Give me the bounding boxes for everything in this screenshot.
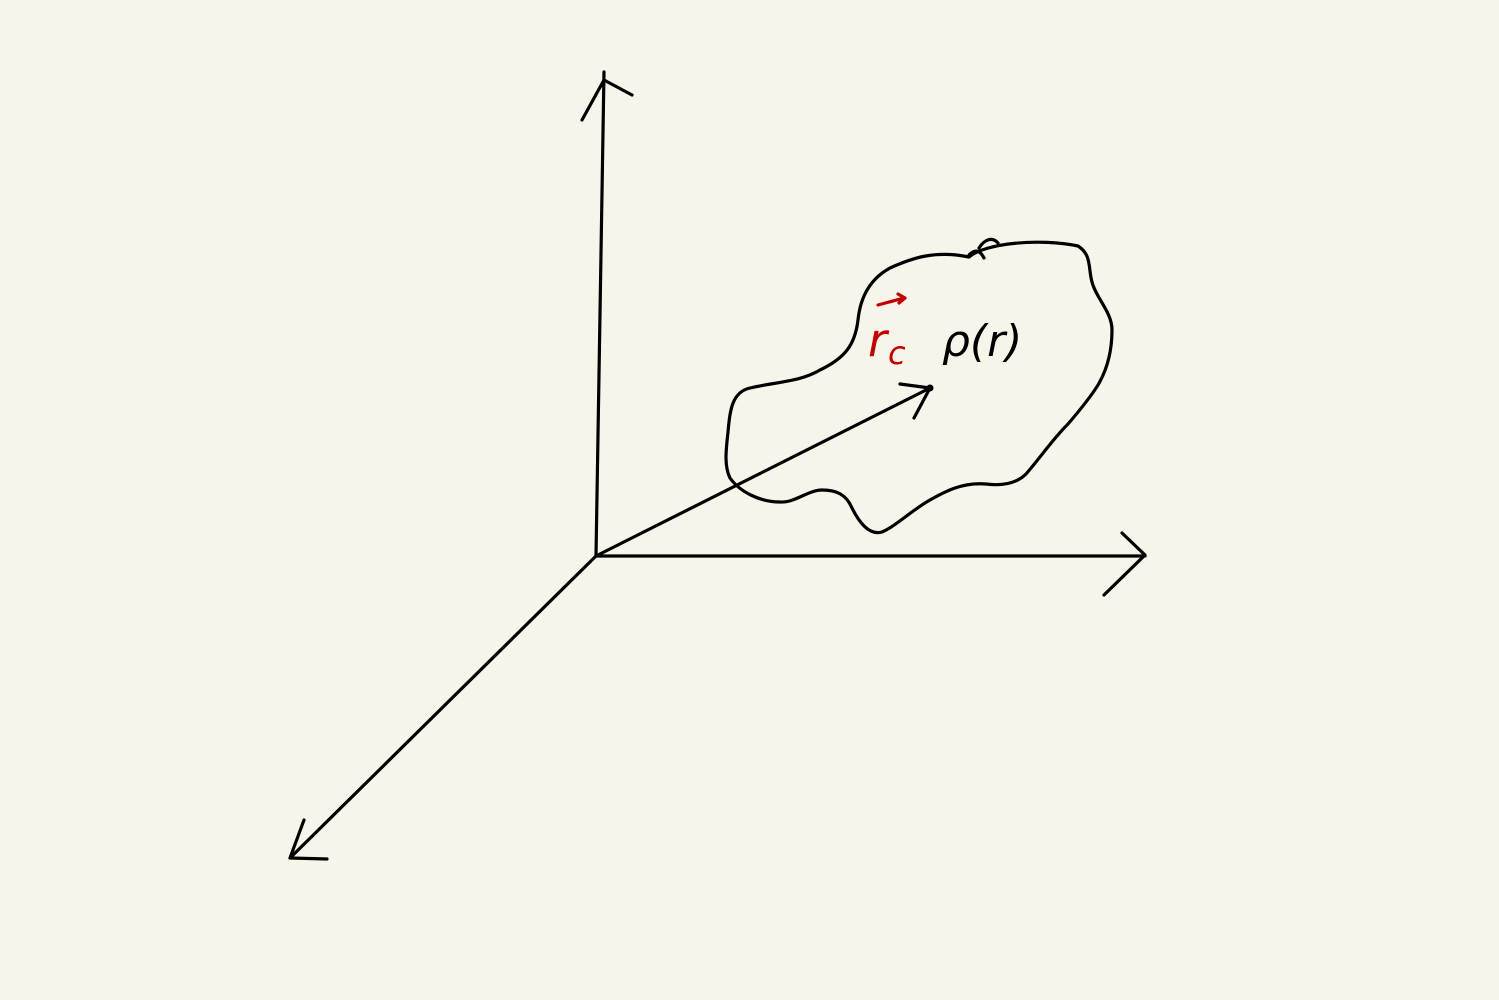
vector-label: r c (868, 292, 907, 372)
x-axis-arrowhead (1102, 531, 1147, 597)
vector-label-symbol: r (868, 313, 890, 367)
z-axis (580, 70, 634, 558)
y-axis-arrowhead (288, 818, 329, 861)
vector-label-overarrow (876, 292, 907, 307)
x-axis (594, 531, 1147, 597)
mass-distribution-body (724, 237, 1114, 535)
body-outline-squiggle (967, 237, 1000, 260)
center-point (926, 384, 934, 392)
density-label: ρ(r) (942, 316, 1022, 367)
z-axis-arrowhead (580, 78, 634, 122)
body-outline (724, 240, 1114, 535)
z-axis-line (594, 70, 606, 558)
y-axis-line (288, 554, 598, 860)
position-vector (594, 382, 934, 558)
vector-label-subscript: c (888, 334, 906, 372)
position-vector-line (594, 386, 932, 558)
y-axis (288, 554, 598, 861)
